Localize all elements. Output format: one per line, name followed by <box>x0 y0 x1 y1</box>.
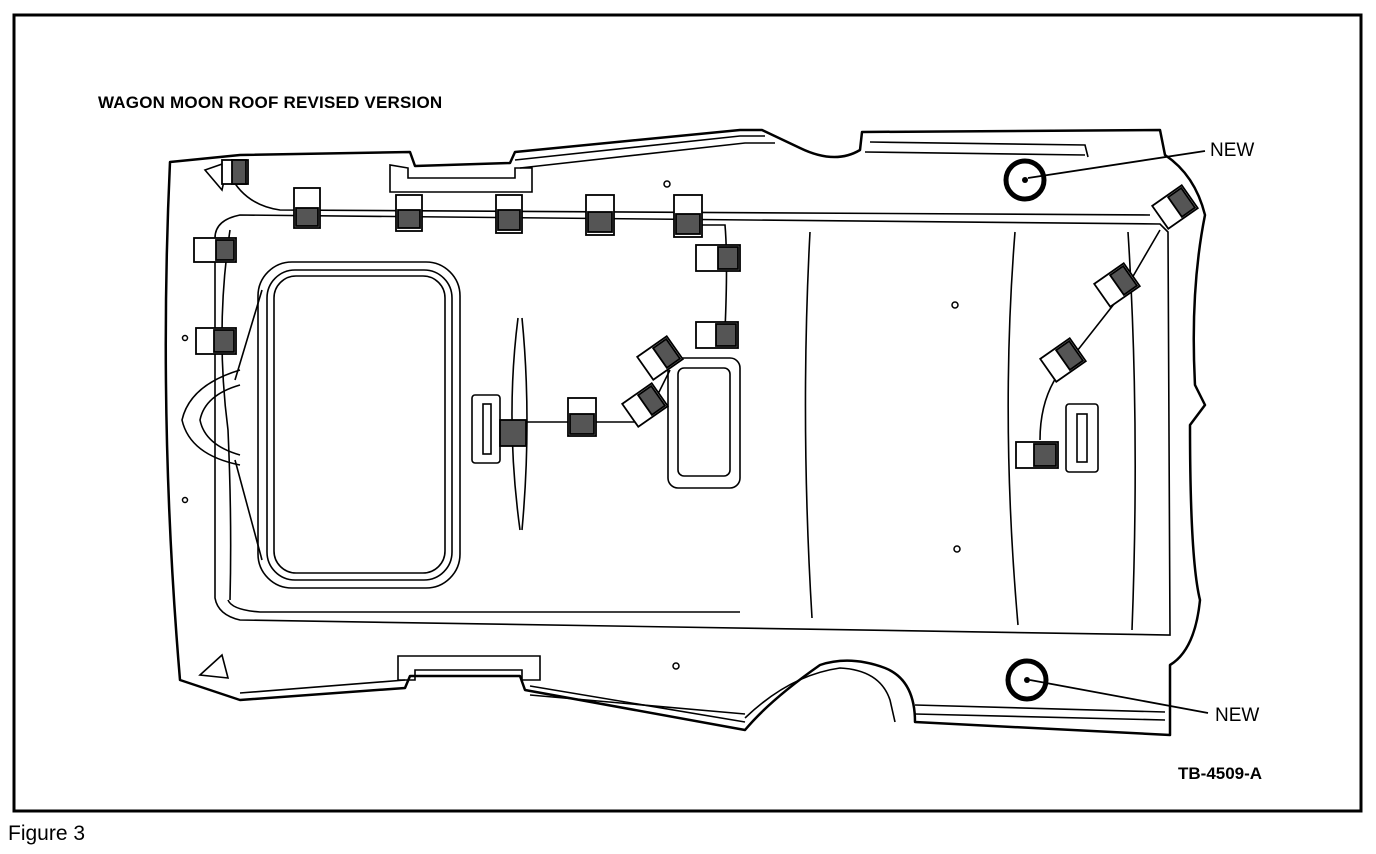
callout-new-bottom: NEW <box>1215 705 1260 726</box>
figure-caption: Figure 3 <box>8 822 86 845</box>
retainer-clip <box>1038 336 1088 384</box>
front-taper-line <box>234 459 263 561</box>
dome-lamp-lens <box>677 367 731 477</box>
front-dome <box>181 369 241 466</box>
retainer-clip <box>293 187 321 229</box>
mounting-hole <box>953 545 961 553</box>
retainer-clip <box>1015 441 1059 469</box>
retainer-clip <box>635 334 685 382</box>
console-slot-right-inner <box>1076 413 1088 463</box>
console-slot-left-inner <box>482 403 492 455</box>
bottom-right-strip <box>914 704 1166 713</box>
retainer-clip <box>495 194 523 234</box>
figure-frame <box>12 13 1363 813</box>
top-right-strip <box>864 151 1086 156</box>
diagram-title: WAGON MOON ROOF REVISED VERSION <box>98 93 443 112</box>
inner-panel <box>214 214 1171 636</box>
top-edge-line <box>514 135 765 161</box>
callout-new-top: NEW <box>1210 140 1255 161</box>
wiring-harness <box>1039 229 1161 441</box>
visor-blade <box>521 317 528 531</box>
leader-line-top <box>1027 150 1206 179</box>
mounting-hole <box>951 301 959 309</box>
top-right-strip <box>869 141 1089 158</box>
top-edge-line <box>519 142 775 169</box>
moonroof-opening-outer <box>257 261 461 589</box>
console-slot-left <box>471 394 501 464</box>
retainer-clip <box>695 321 739 349</box>
wheel-well-curve <box>744 667 896 723</box>
dome-lamp-housing <box>667 357 741 489</box>
retainer-clip <box>395 194 423 232</box>
new-fastener-top <box>1003 158 1047 202</box>
bottom-notch-bracket <box>397 655 541 681</box>
retainer-clip <box>193 237 237 263</box>
reference-code: TB-4509-A <box>1178 764 1263 783</box>
retainer-clip <box>567 397 597 437</box>
retainer-clip <box>695 244 741 272</box>
retainer-clips <box>193 159 1200 469</box>
bottom-right-strip <box>914 713 1166 721</box>
retainer-clip <box>195 327 237 355</box>
mounting-hole <box>663 180 671 188</box>
moonroof-opening-glass <box>273 275 446 574</box>
headliner-outline <box>164 128 1207 737</box>
retainer-clip <box>499 419 527 447</box>
leader-line-bottom <box>1029 679 1209 714</box>
retainer-clip <box>1092 261 1142 309</box>
bottom-edge-line <box>529 694 746 715</box>
rear-section-line <box>804 231 813 619</box>
front-panel-curve <box>227 599 740 613</box>
mounting-hole <box>181 496 189 504</box>
retainer-clip <box>585 194 615 236</box>
new-fastener-bottom <box>1005 658 1049 702</box>
wiring-harness <box>221 229 232 601</box>
top-notch-bracket <box>389 164 533 193</box>
front-taper-line <box>234 289 263 381</box>
mounting-hole <box>672 662 680 670</box>
rear-section-line <box>1007 231 1019 626</box>
mounting-hole <box>181 334 189 342</box>
front-right-triangle <box>198 653 230 679</box>
retainer-clip <box>673 194 703 238</box>
retainer-clip <box>1150 183 1200 231</box>
retainer-clip <box>221 159 249 185</box>
retainer-clip <box>620 381 670 429</box>
console-slot-right <box>1065 403 1099 473</box>
front-dome <box>199 384 241 456</box>
bottom-edge-line <box>239 679 406 694</box>
moonroof-opening-inner <box>266 269 453 581</box>
